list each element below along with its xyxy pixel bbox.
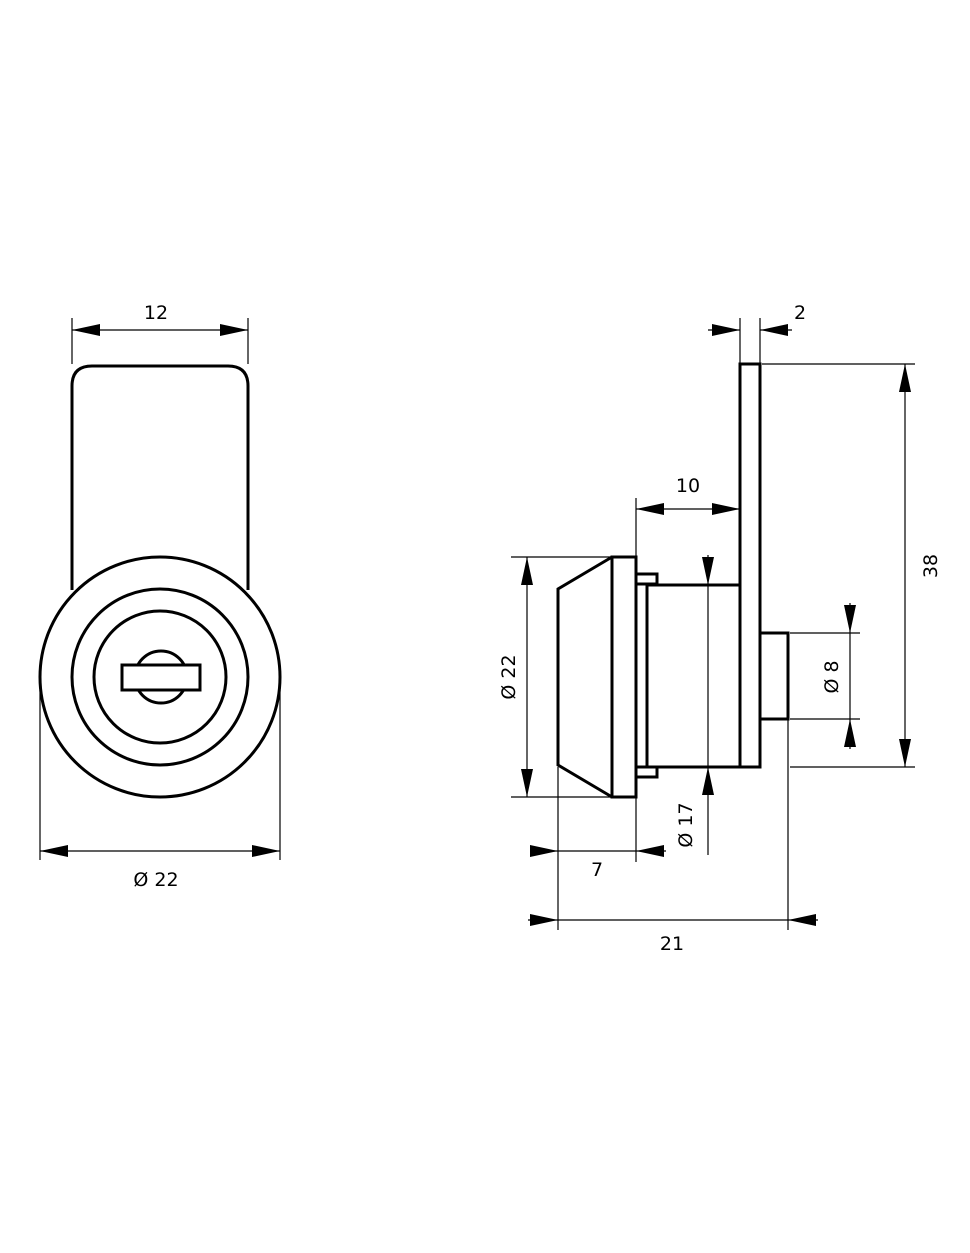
dim-label: Ø 22 — [498, 654, 520, 699]
dimension-body-length: 10 — [635, 475, 740, 557]
dimension-plate-thickness: 2 — [708, 302, 806, 364]
dim-label: 12 — [144, 302, 168, 324]
front-view: 12 Ø 22 — [38, 302, 282, 891]
cam-tongue — [70, 364, 250, 590]
side-view: 2 38 10 Ø 22 — [498, 302, 942, 955]
dimension-cam-diameter: Ø 8 — [790, 603, 860, 749]
dim-label: 7 — [591, 859, 603, 881]
dimension-plate-length: 38 — [762, 363, 942, 768]
dim-label: 10 — [676, 475, 700, 497]
dim-label: 21 — [660, 933, 684, 955]
dimension-front-diameter: Ø 22 — [39, 690, 281, 891]
mounting-plate — [738, 362, 762, 769]
dim-label: 2 — [794, 302, 806, 324]
face-middle-ring — [70, 587, 250, 767]
dim-label: Ø 8 — [821, 660, 843, 693]
dim-label: Ø 17 — [675, 802, 697, 847]
dimension-overall-depth: 21 — [528, 719, 818, 955]
cylinder-core — [92, 609, 228, 745]
dimension-body-diameter: Ø 17 — [675, 555, 714, 855]
cone-head — [556, 555, 613, 799]
body — [645, 583, 742, 769]
face-flange — [610, 555, 638, 799]
dimension-side-diameter: Ø 22 — [498, 556, 612, 798]
ring — [634, 582, 649, 769]
dim-label: Ø 22 — [133, 869, 178, 891]
cam-stub — [758, 631, 790, 721]
dim-label: 38 — [920, 554, 942, 578]
dimension-head-depth: 7 — [530, 767, 666, 930]
keyway-slot — [120, 663, 202, 692]
dimension-tongue-width: 12 — [71, 302, 249, 364]
